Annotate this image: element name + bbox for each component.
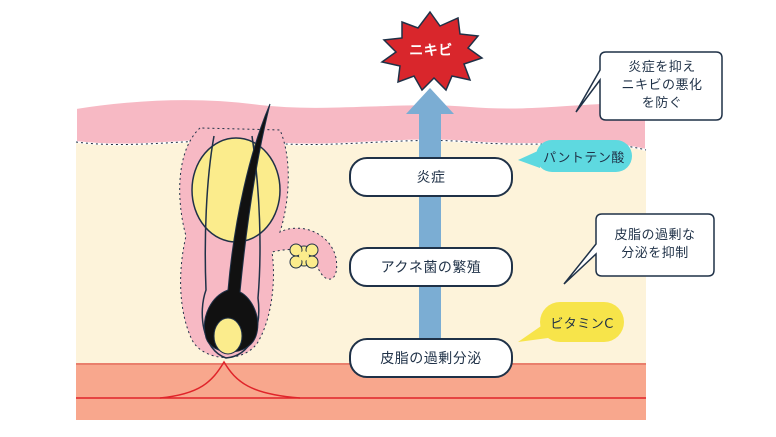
step-acne-bacteria: アクネ菌の繁殖 bbox=[349, 247, 513, 287]
epidermis-dots bbox=[75, 139, 647, 151]
note-middle-bubble bbox=[563, 213, 715, 285]
small-gland bbox=[289, 243, 319, 269]
burst-label: ニキビ bbox=[409, 43, 453, 59]
step-inflammation: 炎症 bbox=[349, 157, 513, 197]
note-top-bubble bbox=[575, 51, 723, 121]
nerve-line bbox=[159, 360, 301, 399]
note-top-text: 炎症を抑え ニキビの悪化 を防ぐ bbox=[621, 60, 703, 111]
hair-bulb bbox=[213, 317, 243, 355]
pantothenic-pointer bbox=[518, 150, 540, 168]
follicle-inner bbox=[201, 135, 261, 359]
badge-pantothenic-acid: パントテン酸 bbox=[536, 140, 632, 172]
step-excess-sebum: 皮脂の過剰分泌 bbox=[349, 338, 513, 378]
burst-shape bbox=[380, 10, 484, 92]
badge-vitamin-c: ビタミンC bbox=[540, 302, 624, 342]
note-middle-text: 皮脂の過剰な 分泌を抑制 bbox=[614, 228, 696, 261]
